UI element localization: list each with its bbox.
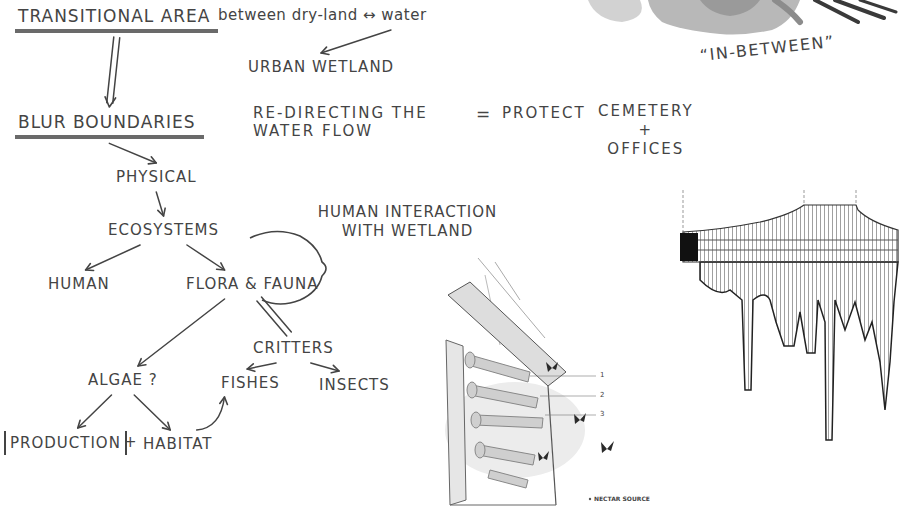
tower-elevation xyxy=(680,190,898,440)
concept-term: URBAN WETLAND xyxy=(245,56,397,78)
term-text: URBAN WETLAND xyxy=(248,58,394,76)
term-text: PHYSICAL xyxy=(116,168,197,186)
structure-sketch xyxy=(445,258,614,505)
concept-term: CRITTERS xyxy=(250,337,337,359)
connector-arrow xyxy=(321,30,391,54)
concept-term: ECOSYSTEMS xyxy=(105,219,222,241)
term-text: RE-DIRECTING THE WATER FLOW xyxy=(253,104,428,140)
curly-bracket xyxy=(250,231,326,304)
term-text: PRODUCTION xyxy=(10,434,121,452)
heading-term: BLUR BOUNDARIES xyxy=(15,110,204,139)
connector-arrow xyxy=(257,297,291,336)
connector-arrow xyxy=(311,363,339,373)
term-text: TRANSITIONAL AREA xyxy=(18,6,210,26)
equals-sign: = xyxy=(476,104,491,125)
term-text: CRITTERS xyxy=(253,339,334,357)
concept-term: HABITAT xyxy=(140,433,216,455)
note-text: PROTECT xyxy=(502,104,586,123)
connector-arrow xyxy=(138,299,225,366)
callout-number: 2 xyxy=(600,391,604,400)
term-text: HABITAT xyxy=(143,435,213,453)
concept-term: INSECTS xyxy=(316,374,393,396)
callout-number: 1 xyxy=(600,371,604,380)
plus-sign: + xyxy=(124,433,138,452)
connector-arrow xyxy=(78,395,112,428)
note-text: HUMAN INTERACTION WITH WETLAND xyxy=(310,203,505,241)
concept-term: HUMAN xyxy=(45,273,113,295)
connector-arrow xyxy=(187,245,225,270)
term-text: between dry-land ↔ water xyxy=(218,6,427,24)
heading-term: TRANSITIONAL AREA xyxy=(15,4,218,33)
connector-arrow xyxy=(247,363,276,371)
connector-arrow xyxy=(105,37,120,107)
concept-term: FLORA & FAUNA xyxy=(183,273,322,295)
connector-arrow xyxy=(134,395,170,430)
note-text: “IN-BETWEEN” xyxy=(699,32,836,66)
bracketed-term: PRODUCTION xyxy=(4,431,127,455)
connector-arrow xyxy=(86,245,141,271)
term-text: FLORA & FAUNA xyxy=(186,275,319,293)
connector-arrow xyxy=(197,397,228,430)
term-text: ALGAE ? xyxy=(88,371,158,389)
callout-number: 3 xyxy=(600,410,604,419)
note-text: CEMETERY + OFFICES xyxy=(598,102,694,158)
term-text: HUMAN xyxy=(48,275,110,293)
concept-term: PHYSICAL xyxy=(113,166,200,188)
connector-arrow xyxy=(109,143,156,163)
concept-term: ALGAE ? xyxy=(85,369,161,391)
legend-note: NECTAR SOURCE xyxy=(594,495,650,503)
concept-term: RE-DIRECTING THE WATER FLOW xyxy=(250,102,476,142)
grey-sketch xyxy=(588,0,896,35)
note-text: between dry-land ↔ water xyxy=(215,4,430,26)
term-text: BLUR BOUNDARIES xyxy=(18,112,196,132)
concept-term: FISHES xyxy=(218,372,283,394)
term-text: FISHES xyxy=(221,374,280,392)
connector-arrow xyxy=(156,192,165,216)
term-text: INSECTS xyxy=(319,376,390,394)
term-text: ECOSYSTEMS xyxy=(108,221,219,239)
